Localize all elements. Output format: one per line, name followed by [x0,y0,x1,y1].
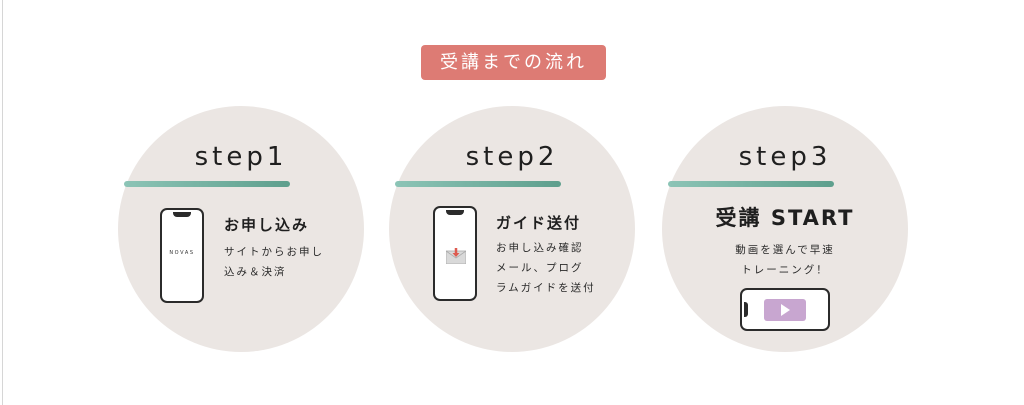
step1-description: サイトからお申し 込み＆決済 [224,242,354,282]
smartphone-icon: NOVAS [160,208,204,303]
step2-desc-line3: ラムガイドを送付 [496,282,596,294]
step3-label: step3 [738,142,832,172]
step2-desc-line2: メール、プログ [496,262,584,274]
step3-desc-line1: 動画を選んで早速 [735,244,835,256]
step1-circle: step1 NOVAS お申し込み サイトからお申し 込み＆決済 [118,106,364,352]
step3-desc-line2: トレーニング！ [741,264,829,276]
step1-heading: お申し込み [224,216,310,234]
step1-label: step1 [194,142,288,172]
phone-notch [173,212,191,217]
phone-notch [446,210,464,215]
step2-bar [395,181,561,187]
step3-description: 動画を選んで早速 トレーニング！ [662,240,908,280]
section-title-badge: 受講までの流れ [421,45,606,80]
step1-bar [124,181,290,187]
play-icon [764,299,806,321]
play-triangle-icon [781,304,790,316]
step1-desc-line2: 込み＆決済 [224,266,287,278]
step2-heading: ガイド送付 [496,214,582,232]
step2-description: お申し込み確認 メール、プログ ラムガイドを送付 [496,238,631,298]
step3-heading: 受講 START [715,206,855,230]
smartphone-landscape-icon [740,288,830,331]
phone-notch [744,302,748,317]
step3-bar [668,181,834,187]
left-edge-line [2,0,3,405]
step3-circle: step3 受講 START 動画を選んで早速 トレーニング！ [662,106,908,352]
step2-label: step2 [465,142,559,172]
novas-logo: NOVAS [169,250,195,256]
smartphone-icon [433,206,477,301]
step1-desc-line1: サイトからお申し [224,246,324,258]
step2-desc-line1: お申し込み確認 [496,242,584,254]
step2-circle: step2 ガイド送付 お申し込み確認 メール、プログ ラムガイドを送付 [389,106,635,352]
mail-icon [446,248,466,264]
